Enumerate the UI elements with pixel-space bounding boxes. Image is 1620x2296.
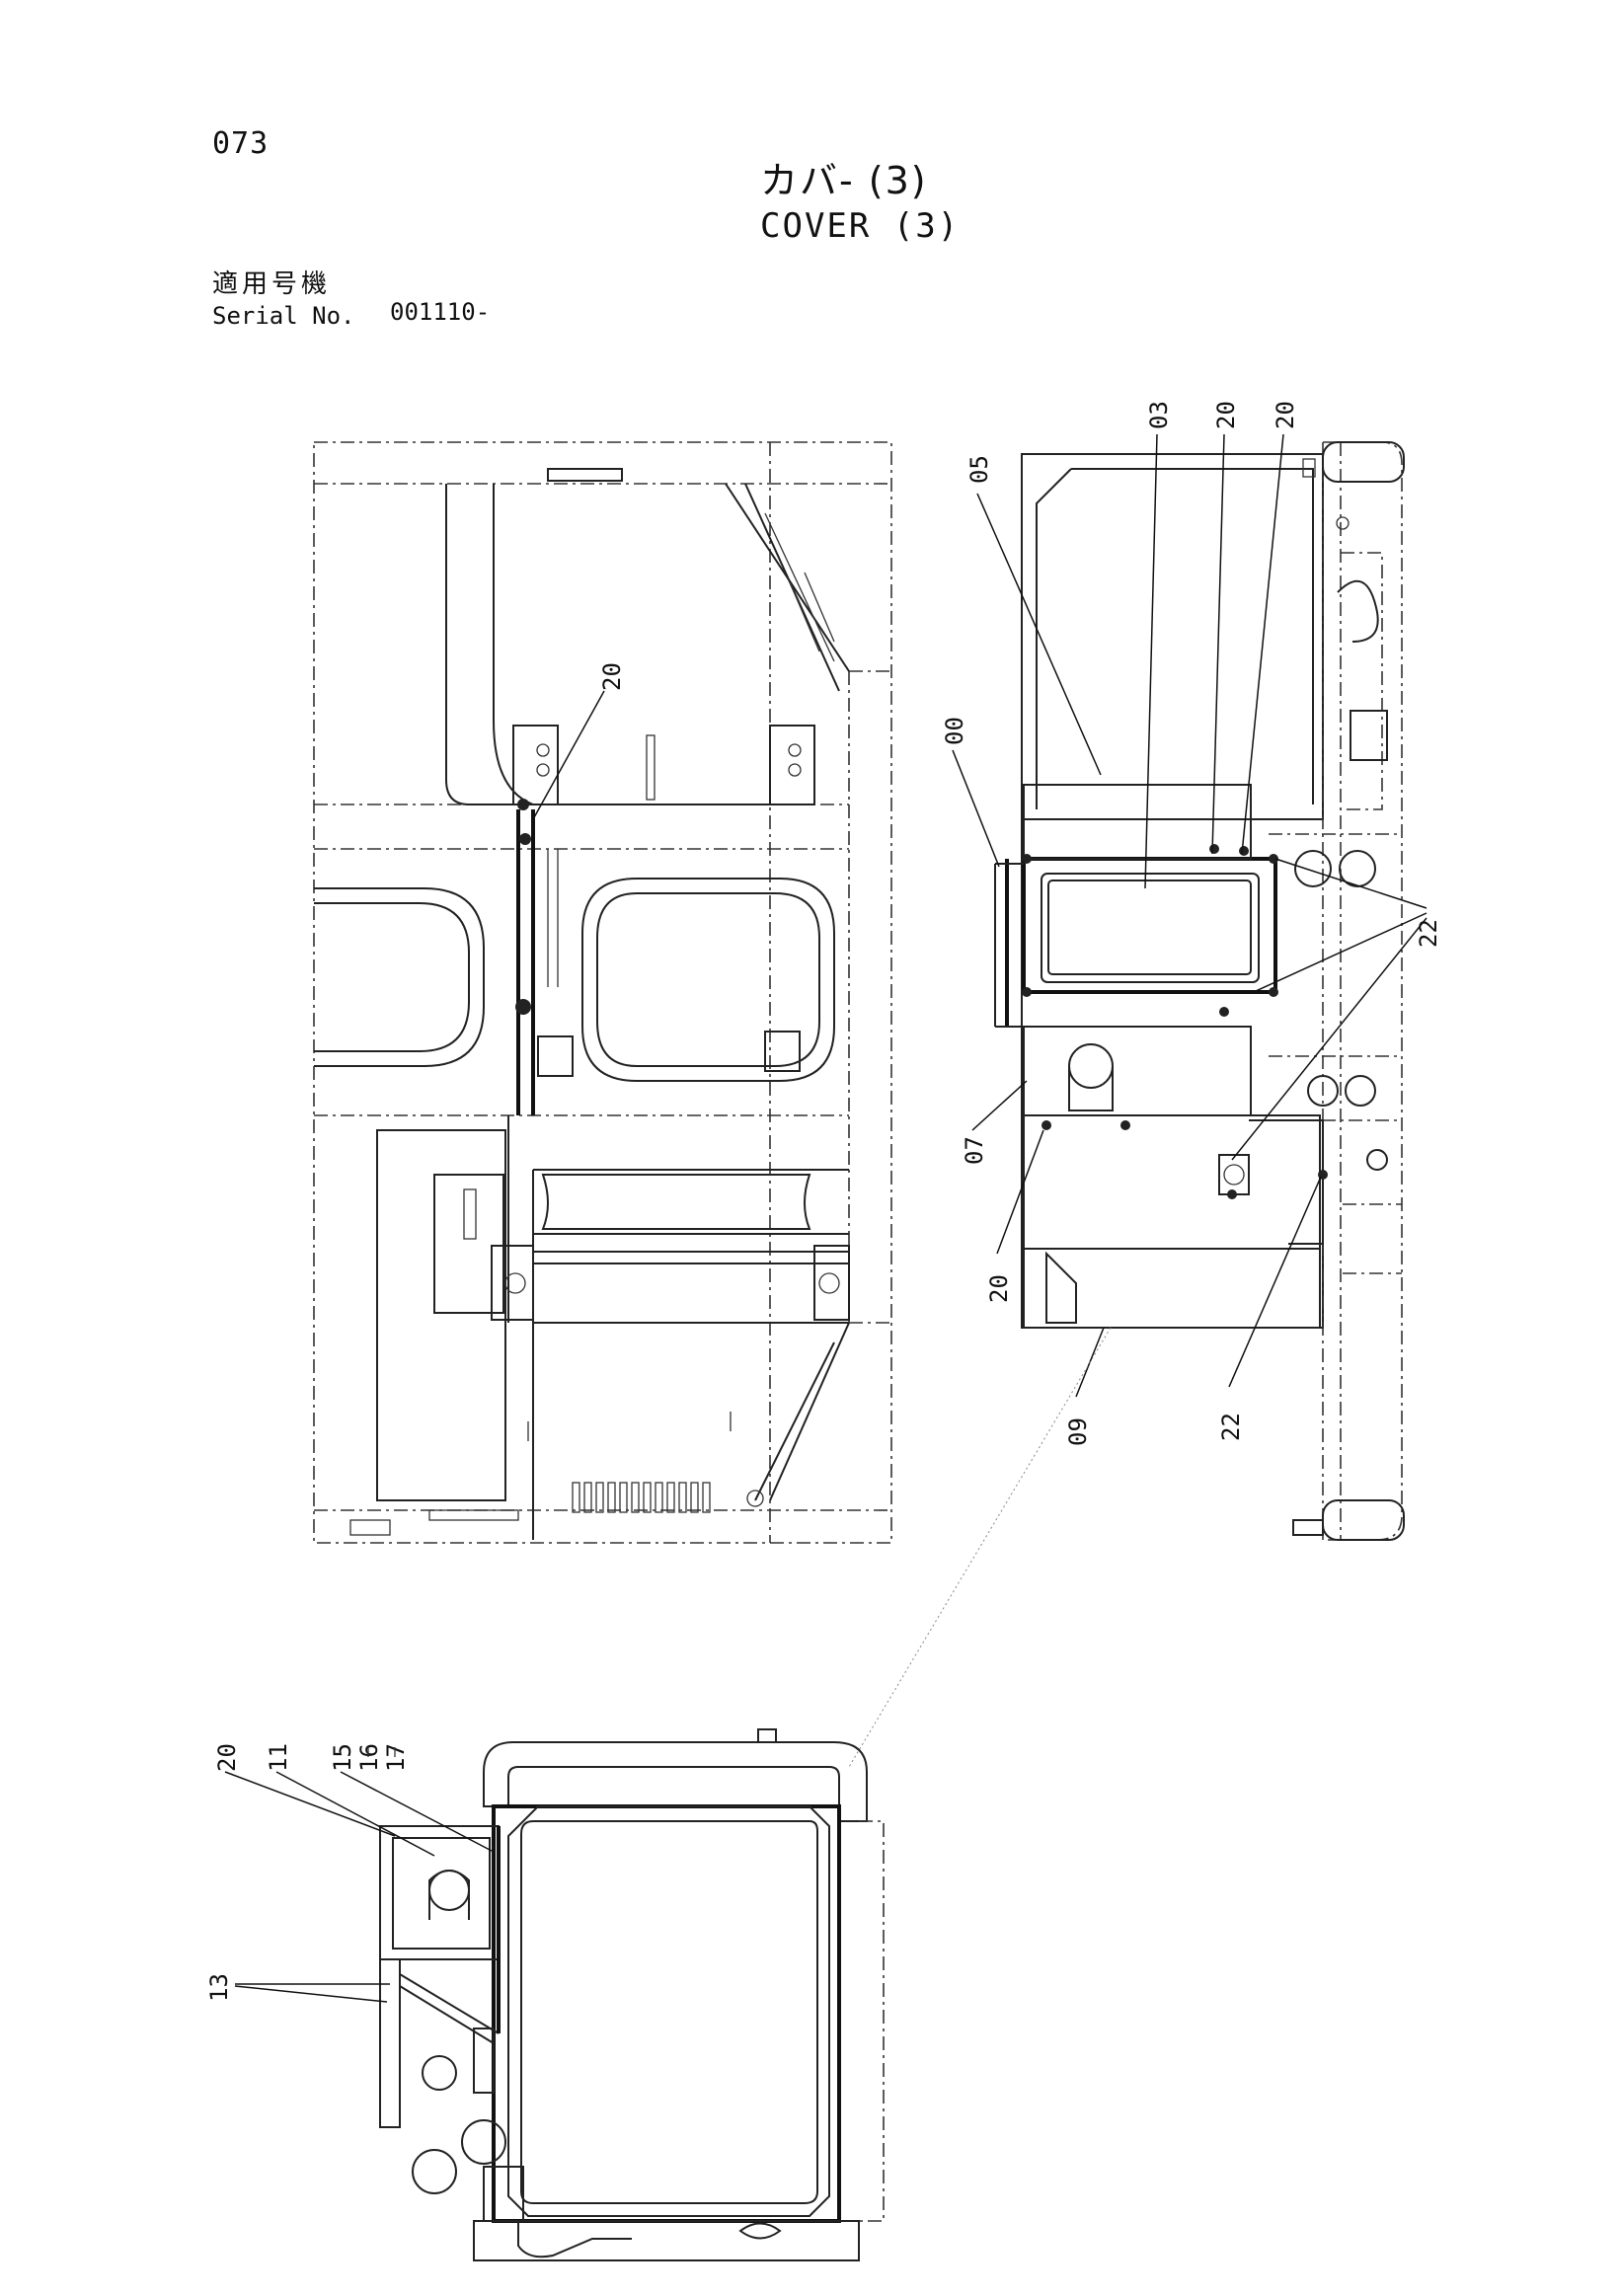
vent-slots	[572, 1482, 711, 1513]
callout-20-a: 20	[1212, 401, 1240, 429]
serial-number: 001110-	[390, 298, 491, 326]
callout-20-b: 20	[1272, 401, 1299, 429]
left-view: 20	[313, 441, 892, 1544]
callout-00: 00	[941, 717, 968, 745]
callout-09: 09	[1064, 1417, 1092, 1446]
cover-bolts	[1022, 844, 1328, 1199]
callout-05: 05	[965, 455, 993, 484]
callout-13: 13	[205, 1973, 233, 2002]
callout-20-d: 20	[213, 1743, 241, 1772]
title-japanese: カバ- (3)	[760, 159, 928, 202]
callout-03: 03	[1145, 401, 1173, 429]
callout-20-c: 20	[985, 1274, 1013, 1303]
title-block: カバ- (3) COVER (3)	[760, 158, 960, 247]
bottom-view: 20 11 15 16 17 13	[205, 1728, 885, 2261]
callout-11: 11	[265, 1743, 292, 1772]
callout-16: 16	[355, 1743, 383, 1772]
callout-22-b: 22	[1217, 1413, 1245, 1441]
serial-label: 適用号機 Serial No.	[212, 268, 355, 331]
title-english: COVER (3)	[760, 205, 961, 246]
callout-22-a: 22	[1415, 919, 1442, 948]
callout-15: 15	[329, 1743, 356, 1772]
serial-label-english: Serial No.	[212, 301, 355, 330]
callout-17: 17	[382, 1743, 410, 1772]
serial-label-japanese: 適用号機	[212, 269, 332, 299]
callout-20: 20	[598, 662, 626, 691]
page-number: 073	[212, 126, 270, 161]
callout-07: 07	[961, 1136, 988, 1165]
right-view: 05 03 20 20 00 22 07 20 09 22	[848, 401, 1442, 1768]
